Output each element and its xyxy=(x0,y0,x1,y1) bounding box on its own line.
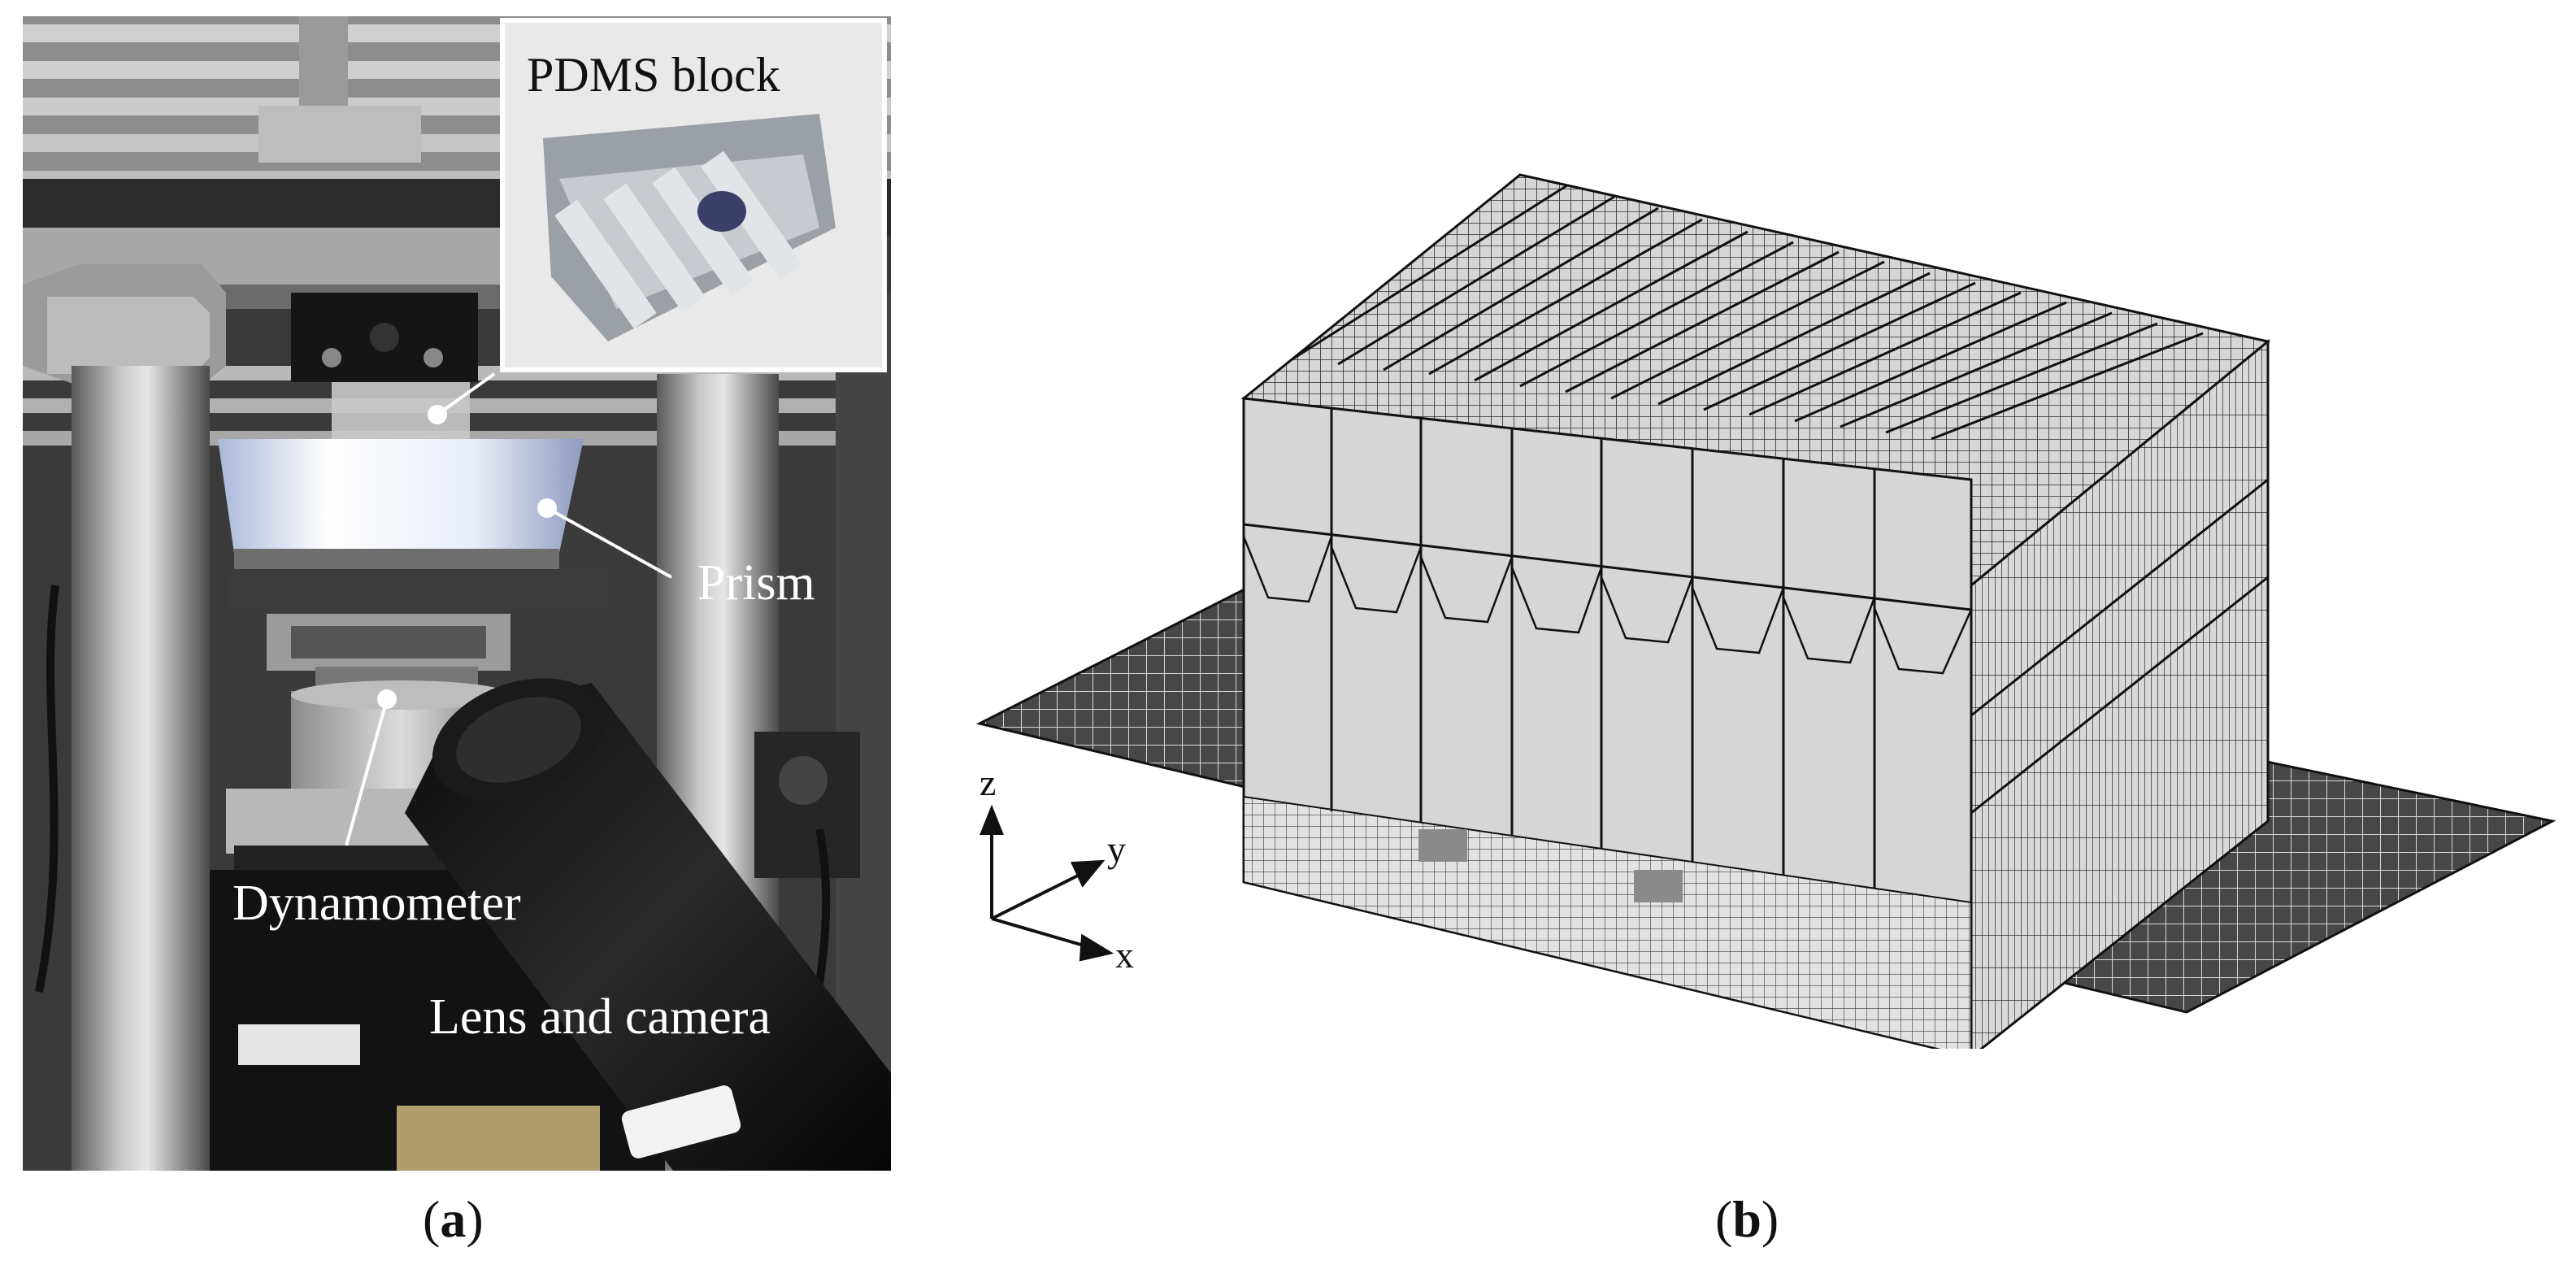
caption-a-open: ( xyxy=(423,1190,441,1248)
block-front-face xyxy=(1242,397,1973,1049)
caption-b-open: ( xyxy=(1715,1190,1733,1248)
prism-label: Prism xyxy=(697,555,815,611)
fe-mesh-model xyxy=(975,173,2556,1049)
axis-label-z: z xyxy=(980,762,997,803)
prism-shape xyxy=(218,439,584,553)
caption-a-letter: a xyxy=(440,1190,467,1248)
pdms-inset xyxy=(500,18,887,372)
lens-camera-label: Lens and camera xyxy=(429,989,771,1045)
axis-label-y: y xyxy=(1107,828,1126,870)
coordinate-axes xyxy=(980,804,1114,962)
pdms-block-label: PDMS block xyxy=(527,48,780,102)
caption-a-close: ) xyxy=(466,1190,484,1248)
lens-barrel xyxy=(405,678,891,1171)
caption-b-close: ) xyxy=(1761,1190,1779,1248)
photo-panel-a: PDMS block Prism Dynamometer Lens and ca… xyxy=(23,16,891,1171)
dynamometer-label: Dynamometer xyxy=(232,876,521,931)
caption-a: (a) xyxy=(423,1193,484,1245)
caption-b: (b) xyxy=(1715,1193,1779,1245)
caption-b-letter: b xyxy=(1732,1190,1761,1248)
experimental-setup-photo xyxy=(23,16,891,1171)
left-column-rod xyxy=(72,366,210,1171)
mesh-panel-b: z y x xyxy=(967,154,2569,1049)
axis-label-x: x xyxy=(1115,934,1134,976)
